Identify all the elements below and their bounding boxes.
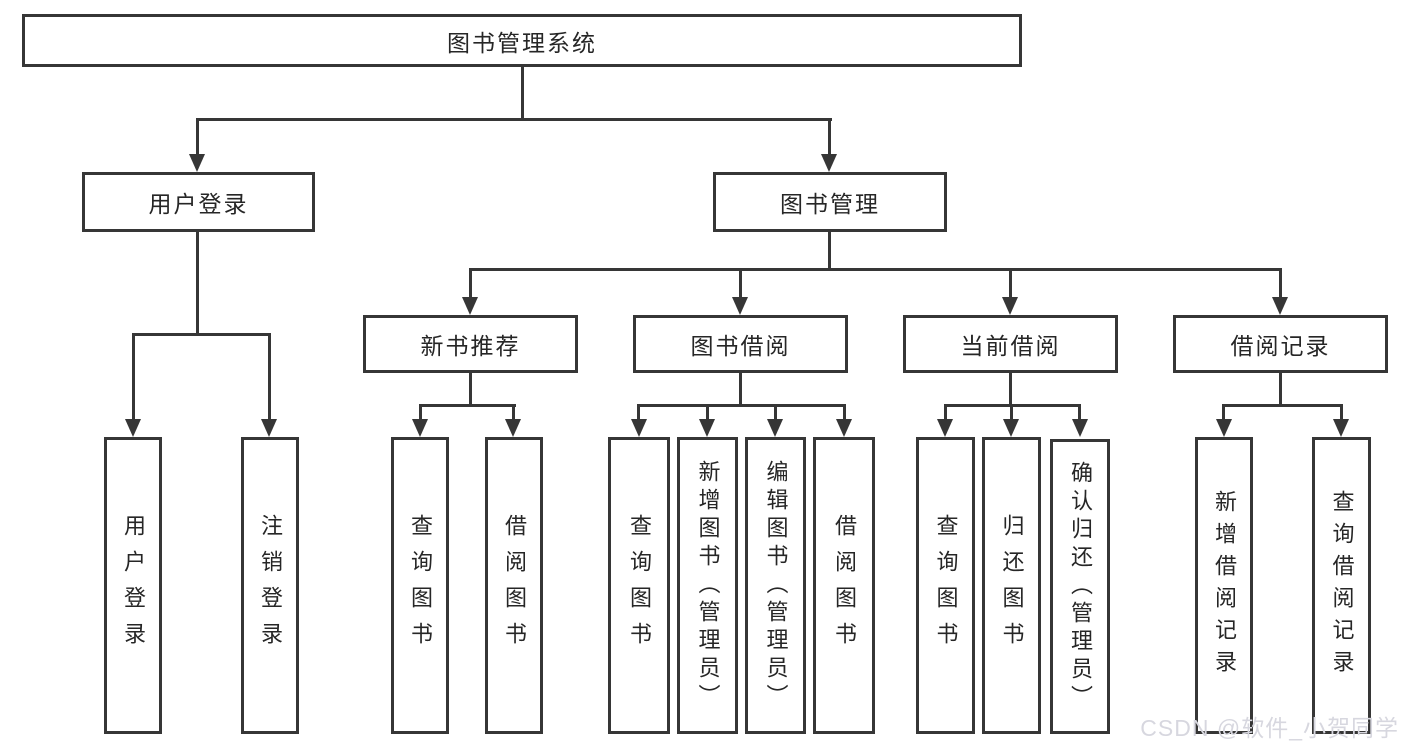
leaf-label: 用户登录 — [121, 513, 146, 658]
arrow-down-icon — [836, 419, 852, 437]
node-label: 图书借阅 — [690, 333, 791, 359]
connector-line — [469, 268, 1282, 271]
connector-line — [739, 268, 742, 298]
arrow-down-icon — [732, 297, 748, 315]
node-new-book-recommendation: 新书推荐 — [363, 315, 578, 373]
connector-line — [512, 404, 515, 421]
leaf-query-borrow-record: 查询借阅记录 — [1312, 437, 1371, 734]
node-book-borrowing: 图书借阅 — [633, 315, 848, 373]
csdn-watermark: CSDN @软件_小贺同学 — [1140, 715, 1399, 741]
node-label: 新书推荐 — [420, 333, 521, 359]
connector-line — [132, 333, 135, 421]
connector-line — [1340, 404, 1343, 421]
leaf-borrow-books: 借阅图书 — [485, 437, 543, 734]
connector-line — [944, 404, 947, 421]
connector-line — [637, 404, 640, 421]
arrow-down-icon — [125, 419, 141, 437]
leaf-label: 查询图书 — [933, 513, 959, 658]
leaf-query-books: 查询图书 — [608, 437, 670, 734]
leaf-add-borrow-record: 新增借阅记录 — [1195, 437, 1253, 734]
leaf-logout: 注销登录 — [241, 437, 299, 734]
leaf-confirm-return-admin: 确认归还（管理员） — [1050, 439, 1110, 734]
node-label: 当前借阅 — [960, 333, 1061, 359]
leaf-label: 编辑图书（管理员） — [763, 459, 789, 712]
arrow-down-icon — [1216, 419, 1232, 437]
arrow-down-icon — [937, 419, 953, 437]
connector-line — [469, 268, 472, 298]
node-label: 用户登录 — [148, 191, 249, 217]
arrow-down-icon — [462, 297, 478, 315]
connector-line — [1222, 404, 1225, 421]
leaf-label: 新增图书（管理员） — [695, 459, 721, 712]
node-library-management-system: 图书管理系统 — [22, 14, 1022, 67]
connector-line — [419, 404, 516, 407]
connector-line — [1009, 373, 1012, 406]
arrow-down-icon — [1272, 297, 1288, 315]
arrow-down-icon — [767, 419, 783, 437]
connector-line — [828, 118, 831, 156]
arrow-down-icon — [505, 419, 521, 437]
leaf-edit-books-admin: 编辑图书（管理员） — [745, 437, 806, 734]
leaf-label: 注销登录 — [258, 513, 283, 658]
arrow-down-icon — [631, 419, 647, 437]
connector-line — [1078, 404, 1081, 421]
node-label: 借阅记录 — [1230, 333, 1331, 359]
arrow-down-icon — [1333, 419, 1349, 437]
leaf-label: 查询图书 — [627, 513, 652, 658]
node-borrowing-records: 借阅记录 — [1173, 315, 1388, 373]
leaf-return-books: 归还图书 — [982, 437, 1041, 734]
arrow-down-icon — [1002, 297, 1018, 315]
arrow-down-icon — [1072, 419, 1088, 437]
leaf-label: 查询借阅记录 — [1329, 489, 1355, 682]
connector-line — [419, 404, 422, 421]
leaf-label: 借阅图书 — [502, 513, 527, 658]
connector-line — [196, 118, 199, 156]
connector-line — [469, 373, 472, 406]
connector-line — [1279, 373, 1282, 406]
connector-line — [1279, 268, 1282, 298]
connector-line — [521, 67, 524, 120]
leaf-label: 归还图书 — [999, 513, 1025, 658]
leaf-query-books: 查询图书 — [391, 437, 449, 734]
connector-line — [739, 373, 742, 406]
node-book-management: 图书管理 — [713, 172, 947, 232]
arrow-down-icon — [189, 154, 205, 172]
leaf-label: 确认归还（管理员） — [1068, 460, 1093, 713]
connector-line — [1222, 404, 1343, 407]
node-user-login: 用户登录 — [82, 172, 315, 232]
connector-line — [268, 333, 271, 421]
connector-line — [132, 333, 271, 336]
arrow-down-icon — [821, 154, 837, 172]
connector-line — [828, 232, 831, 270]
leaf-user-login: 用户登录 — [104, 437, 162, 734]
leaf-label: 查询图书 — [408, 513, 433, 658]
connector-line — [637, 404, 846, 407]
connector-line — [843, 404, 846, 421]
leaf-label: 新增借阅记录 — [1212, 489, 1237, 682]
node-label: 图书管理 — [780, 191, 880, 217]
connector-line — [196, 118, 832, 121]
leaf-label: 借阅图书 — [832, 513, 857, 658]
leaf-query-books: 查询图书 — [916, 437, 975, 734]
arrow-down-icon — [699, 419, 715, 437]
arrow-down-icon — [412, 419, 428, 437]
connector-line — [706, 404, 709, 421]
connector-line — [196, 232, 199, 335]
connector-line — [1010, 404, 1013, 421]
leaf-borrow-books: 借阅图书 — [813, 437, 875, 734]
arrow-down-icon — [261, 419, 277, 437]
leaf-add-books-admin: 新增图书（管理员） — [677, 437, 738, 734]
arrow-down-icon — [1003, 419, 1019, 437]
node-label: 图书管理系统 — [447, 29, 597, 56]
node-current-borrowing: 当前借阅 — [903, 315, 1118, 373]
connector-line — [774, 404, 777, 421]
connector-line — [1009, 268, 1012, 298]
